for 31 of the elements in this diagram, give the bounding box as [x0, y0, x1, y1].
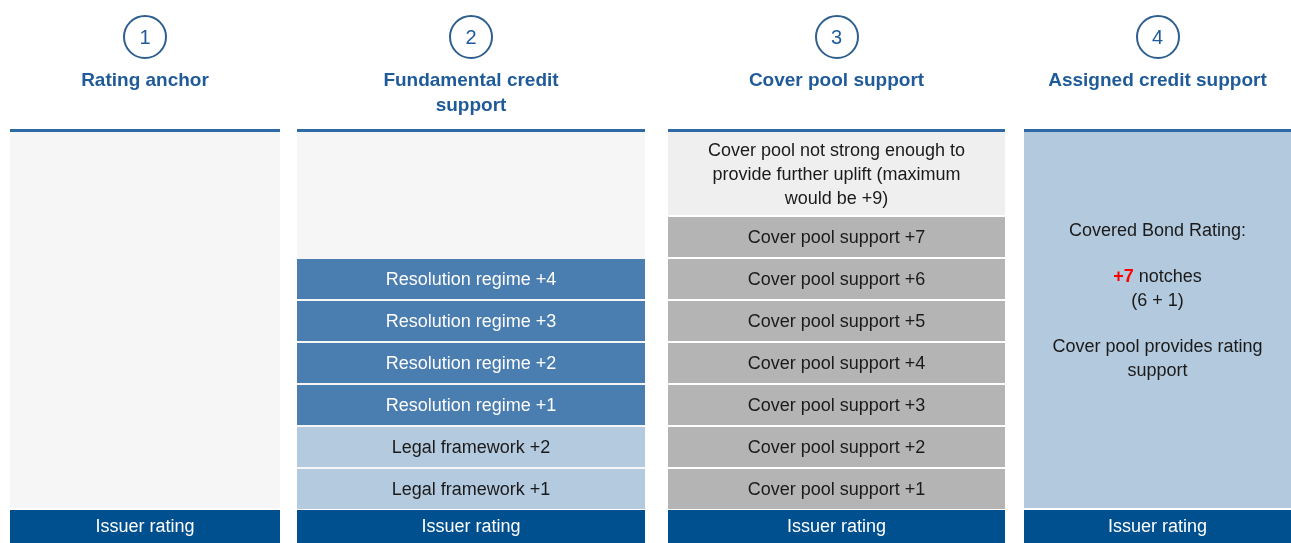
resolution-regime-bar: Resolution regime +4: [297, 259, 645, 299]
cover-pool-bar: Cover pool support +5: [668, 301, 1005, 341]
panel-text: (6 + 1): [1131, 289, 1184, 312]
column-heading: Assigned credit support: [1047, 68, 1268, 92]
cover-pool-bar: Cover pool support +3: [668, 385, 1005, 425]
issuer-rating-bar: Issuer rating: [1024, 510, 1291, 543]
issuer-rating-bar: Issuer rating: [668, 510, 1005, 543]
panel-text: +7 notches: [1113, 265, 1202, 288]
step-number-circle: 4: [1135, 15, 1180, 59]
cover-pool-bar: Cover pool support +7: [668, 217, 1005, 257]
step-number-circle: 3: [814, 15, 859, 59]
note-box: Cover pool not strong enough to provide further uplift (maximum would be +9): [668, 132, 1005, 215]
resolution-regime-bar: Resolution regime +1: [297, 385, 645, 425]
rating-panel: [1024, 132, 1291, 508]
resolution-regime-bar: Resolution regime +3: [297, 301, 645, 341]
step-number-circle: 1: [123, 15, 167, 59]
cover-pool-bar: Cover pool support +1: [668, 469, 1005, 509]
step-number-circle: 2: [449, 15, 493, 59]
cover-pool-bar: Cover pool support +2: [668, 427, 1005, 467]
resolution-regime-bar: Resolution regime +2: [297, 343, 645, 383]
issuer-rating-bar: Issuer rating: [297, 510, 645, 543]
issuer-rating-bar: Issuer rating: [10, 510, 280, 543]
panel-title: Covered Bond Rating:: [1068, 219, 1247, 242]
panel-text: Cover pool provides rating support: [1051, 335, 1264, 382]
legal-framework-bar: Legal framework +1: [297, 469, 645, 509]
cover-pool-bar: Cover pool support +4: [668, 343, 1005, 383]
column-heading: Rating anchor: [80, 68, 210, 92]
legal-framework-bar: Legal framework +2: [297, 427, 645, 467]
cover-pool-bar: Cover pool support +6: [668, 259, 1005, 299]
column-heading: Fundamental credit support: [382, 68, 560, 117]
column-heading: Cover pool support: [747, 68, 926, 92]
